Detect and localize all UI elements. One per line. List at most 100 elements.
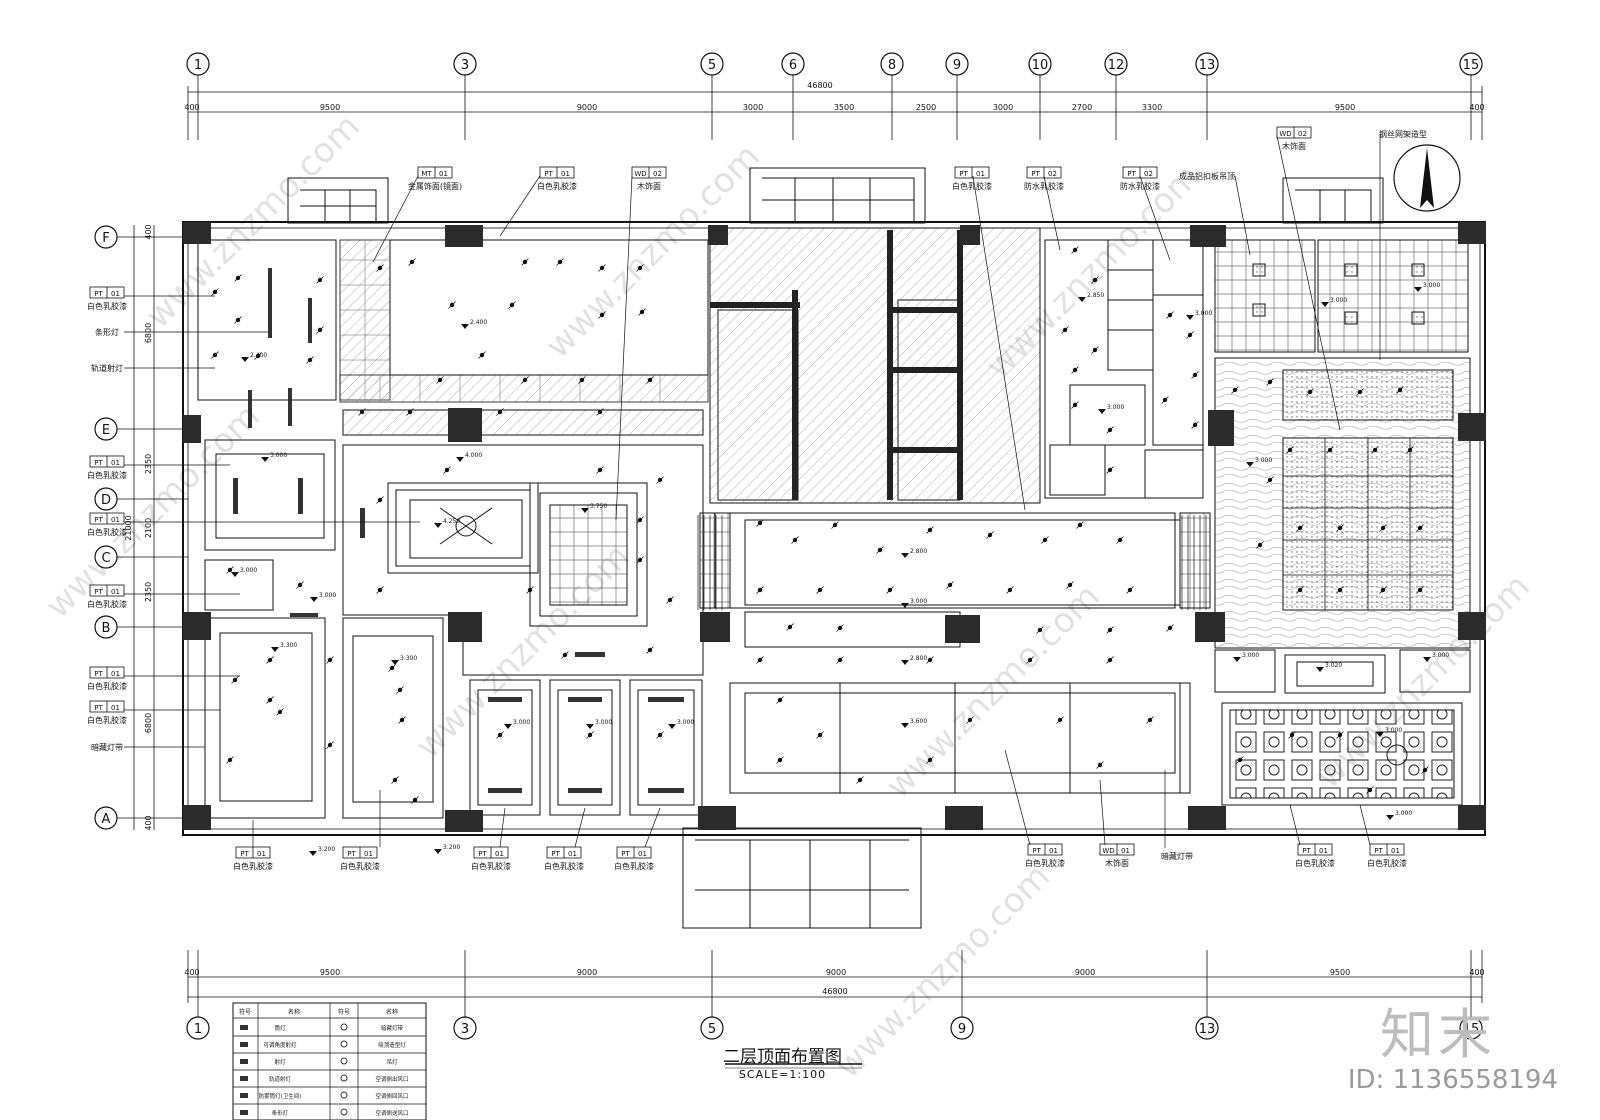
downlight-icon bbox=[1026, 656, 1034, 664]
material-number: 01 bbox=[111, 459, 120, 467]
column bbox=[1458, 222, 1486, 244]
downlight-icon bbox=[1406, 446, 1414, 454]
downlight-icon bbox=[836, 624, 844, 632]
downlight-icon bbox=[596, 466, 604, 474]
watermark-text: www.znzmo.com bbox=[878, 576, 1108, 806]
downlight-icon bbox=[396, 686, 404, 694]
title-underline bbox=[725, 1063, 862, 1069]
elevation-value: 3.000 bbox=[595, 719, 612, 726]
material-code: PT bbox=[478, 850, 487, 858]
material-code: PT bbox=[1032, 847, 1041, 855]
elevation-mark: 3.000 bbox=[1233, 652, 1259, 662]
downlight-icon bbox=[1106, 466, 1114, 474]
material-name: 白色乳胶漆 bbox=[87, 301, 127, 311]
image-id-watermark: ID: 1136558194 bbox=[1347, 1065, 1558, 1095]
material-name: 木饰面 bbox=[637, 181, 661, 191]
downlight-icon bbox=[1366, 786, 1374, 794]
corridor-ceiling bbox=[699, 512, 1211, 794]
dimension-value: 6800 bbox=[144, 713, 153, 733]
elevation-value: 3.000 bbox=[270, 452, 287, 459]
material-name: 金属饰面(镜面) bbox=[408, 181, 462, 191]
material-name: 白色乳胶漆 bbox=[952, 181, 992, 191]
dimension-value: 9000 bbox=[577, 968, 597, 977]
grid-axis-label: 5 bbox=[708, 58, 716, 73]
downlight-icon bbox=[886, 586, 894, 594]
dimension-value: 3000 bbox=[993, 103, 1013, 112]
downlight-icon bbox=[1071, 246, 1079, 254]
elevation-value: 3.600 bbox=[910, 718, 927, 725]
material-name: 白色乳胶漆 bbox=[87, 715, 127, 725]
downlight-icon bbox=[756, 586, 764, 594]
toilet-area bbox=[1044, 239, 1204, 499]
downlight-icon bbox=[1371, 446, 1379, 454]
downlight-icon bbox=[1166, 311, 1174, 319]
downlight-icon bbox=[578, 376, 586, 384]
material-name: 轨道射灯 bbox=[91, 363, 123, 373]
downlight-icon bbox=[376, 264, 384, 272]
grid-axis-label: 13 bbox=[1199, 58, 1216, 73]
legend-item-name: 空调侧回风口 bbox=[375, 1092, 408, 1100]
downlight-icon bbox=[226, 756, 234, 764]
elevation-mark: 2.400 bbox=[461, 319, 487, 329]
downlight-icon bbox=[376, 496, 384, 504]
downlight-icon bbox=[266, 656, 274, 664]
downlight-icon bbox=[556, 258, 564, 266]
material-number: 01 bbox=[111, 516, 120, 524]
legend-item-name: 空调侧出风口 bbox=[375, 1075, 408, 1083]
material-label: 条形灯 bbox=[95, 327, 268, 337]
downlight-icon bbox=[1416, 586, 1424, 594]
material-code: PT bbox=[94, 459, 103, 467]
downlight-icon bbox=[448, 301, 456, 309]
downlight-icon bbox=[1421, 766, 1429, 774]
legend-symbol-icon bbox=[340, 1108, 348, 1116]
dimension-value: 400 bbox=[144, 815, 153, 830]
grid-axis-label: 6 bbox=[789, 58, 797, 73]
legend-item-name: 防雾筒灯(卫生间) bbox=[259, 1092, 302, 1100]
column bbox=[445, 225, 483, 247]
downlight-icon bbox=[1166, 624, 1174, 632]
top-dimension-lines bbox=[187, 86, 1483, 140]
downlight-icon bbox=[656, 731, 664, 739]
elevation-value: 3.000 bbox=[1395, 810, 1412, 817]
dimension-value: 2100 bbox=[144, 518, 153, 538]
downlight-icon bbox=[1266, 378, 1274, 386]
downlight-icon bbox=[1379, 524, 1387, 532]
downlight-icon bbox=[1236, 756, 1244, 764]
elevation-value: 3.000 bbox=[1107, 404, 1124, 411]
legend-symbol-icon bbox=[240, 1093, 248, 1098]
elevation-value: 3.000 bbox=[319, 592, 336, 599]
material-code: PT bbox=[621, 850, 630, 858]
downlight-icon bbox=[406, 408, 414, 416]
material-code: PT bbox=[94, 588, 103, 596]
downlight-icon bbox=[1416, 524, 1424, 532]
legend-symbol-icon bbox=[340, 1074, 348, 1082]
downlight-icon bbox=[756, 656, 764, 664]
bottom-total-dimension: 46800 bbox=[822, 987, 847, 996]
downlight-icon bbox=[1126, 586, 1134, 594]
elevation-mark: 3.000 bbox=[310, 592, 336, 602]
elevation-value: 4.250 bbox=[443, 518, 460, 525]
dimension-value: 9500 bbox=[1330, 968, 1350, 977]
drawing-title: 二层顶面布置图 bbox=[723, 1047, 842, 1067]
elevation-mark: 3.000 bbox=[668, 719, 694, 729]
downlight-icon bbox=[254, 352, 262, 360]
downlight-icon bbox=[1306, 388, 1314, 396]
downlight-icon bbox=[388, 664, 396, 672]
legend-symbol-icon bbox=[240, 1110, 248, 1115]
material-name: 木饰面 bbox=[1282, 141, 1306, 151]
legend-symbol-icon bbox=[340, 1023, 348, 1031]
elevation-mark: 2.800 bbox=[901, 655, 927, 665]
elevation-value: 2.400 bbox=[470, 319, 487, 326]
legend-symbol-icon bbox=[240, 1076, 248, 1081]
material-label: 轨道射灯 bbox=[91, 363, 215, 373]
downlight-icon bbox=[376, 586, 384, 594]
downlight-icon bbox=[1296, 524, 1304, 532]
downlight-icon bbox=[1056, 716, 1064, 724]
